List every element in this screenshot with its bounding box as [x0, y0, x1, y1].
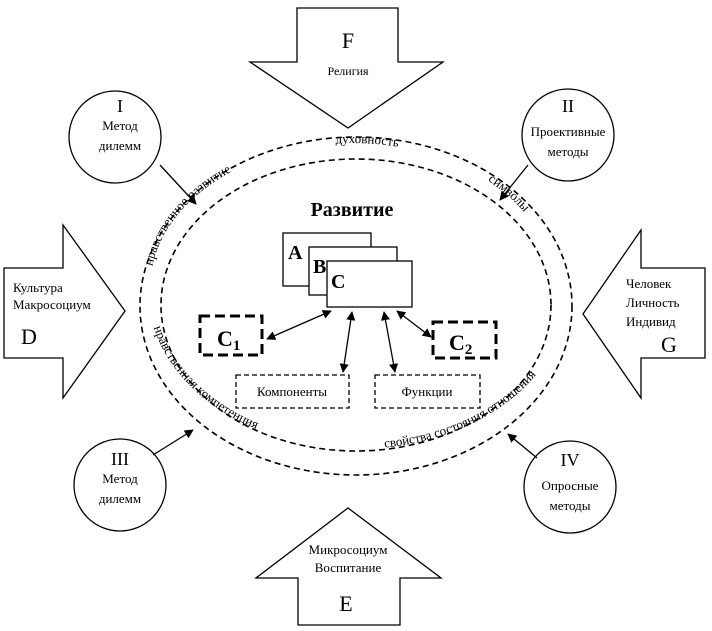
arrow-circle-iv-to-ring	[507, 433, 538, 459]
arrow-label-person: Человек	[626, 276, 672, 291]
arrow-culture-d: Культура Макросоциум D	[3, 222, 126, 401]
components-label: Компоненты	[257, 384, 327, 399]
ring-label-spirituality: духовность	[335, 131, 400, 150]
card-c: C	[326, 260, 413, 308]
circle-label-methods: методы	[548, 144, 589, 159]
arrow-label-macrosociety: Макросоциум	[13, 297, 91, 312]
arrow-label-culture: Культура	[13, 280, 63, 295]
arrow-person-g: Человек Личность Индивид G	[582, 227, 706, 401]
arrow-circle-iii-to-ring	[152, 429, 194, 456]
circle-label-survey: Опросные	[542, 478, 599, 493]
circle-method-i: I Метод дилемм	[68, 90, 162, 184]
arrow-label-individual: Индивид	[626, 314, 676, 329]
outer-dashed-ring	[139, 136, 573, 476]
diagram-title: Развитие	[311, 199, 394, 221]
circle-label-projective: Проективные	[531, 124, 606, 139]
ring-label-symbols: символы	[486, 171, 533, 215]
circle-numeral-iv: IV	[561, 450, 580, 470]
arrow-label-upbringing: Воспитание	[315, 560, 382, 575]
box-functions: Функции	[374, 374, 481, 409]
arrow-letter-d: D	[21, 324, 37, 349]
inner-dashed-ring	[160, 158, 552, 452]
arrow-microsociety-e: Микросоциум Воспитание E	[254, 507, 443, 626]
arrow-c1-c	[266, 310, 332, 340]
c1-letter: C1	[217, 326, 240, 354]
circle-label-method-2: Метод	[102, 471, 138, 486]
box-c2: C2	[431, 320, 498, 360]
arrow-letter-e: E	[339, 591, 352, 616]
box-components: Компоненты	[235, 374, 350, 409]
arrow-c-c2	[396, 310, 432, 338]
ring-label-moral-development: нравственное развитие	[141, 161, 233, 267]
circle-survey-iv: IV Опросные методы	[523, 440, 617, 534]
arrow-circle-i-to-ring	[159, 164, 197, 205]
circle-projective-ii: II Проективные методы	[521, 88, 615, 182]
box-c1: C1	[198, 314, 264, 357]
circle-method-iii: III Метод дилемм	[73, 438, 167, 532]
circle-numeral-i: I	[117, 96, 123, 116]
card-letter-b: B	[313, 256, 326, 278]
arrow-label-microsociety: Микросоциум	[309, 542, 388, 557]
arrow-religion-f: F Религия	[247, 7, 446, 129]
arrow-label-personality: Личность	[626, 295, 680, 310]
circle-label-dilemmas: дилемм	[99, 138, 141, 153]
card-letter-a: A	[288, 242, 303, 264]
circle-label-dilemmas-2: дилемм	[99, 491, 141, 506]
arrow-letter-g: G	[661, 332, 677, 357]
card-letter-c: C	[331, 271, 345, 293]
c2-letter: C2	[449, 330, 472, 358]
circle-numeral-ii: II	[562, 96, 574, 116]
arrow-circle-ii-to-ring	[499, 164, 529, 201]
circle-label-methods-2: методы	[550, 498, 591, 513]
arrow-c-functions	[381, 311, 398, 373]
arrow-label-religion: Религия	[327, 64, 369, 78]
arrow-letter-f: F	[342, 28, 354, 53]
functions-label: Функции	[402, 384, 453, 399]
circle-label-method: Метод	[102, 118, 138, 133]
circle-numeral-iii: III	[111, 449, 129, 469]
arrow-c-components	[339, 311, 356, 373]
